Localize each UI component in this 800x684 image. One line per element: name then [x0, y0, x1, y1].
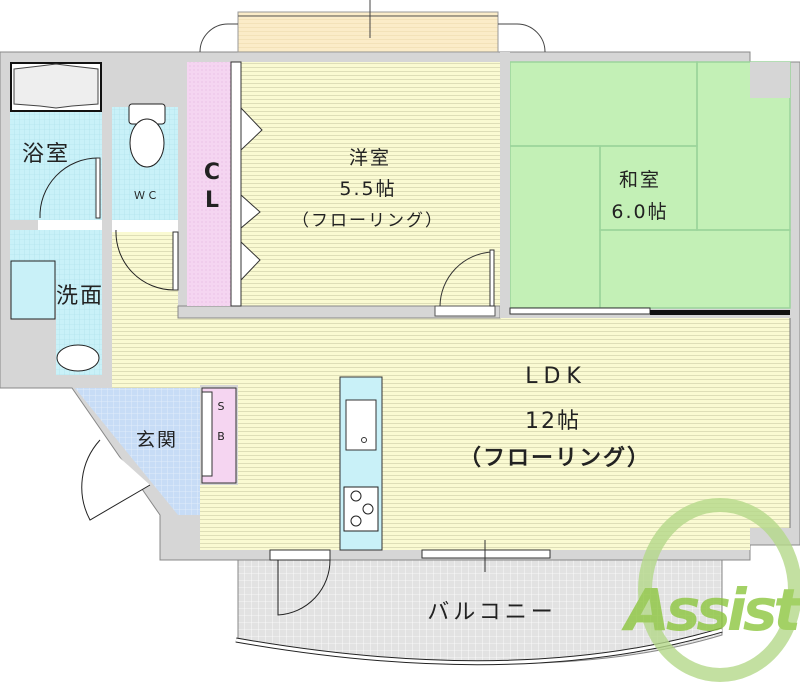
japanese-room-name: 和室 [618, 169, 662, 191]
closet-label-l: L [204, 188, 222, 213]
shoebox-label-b: B [217, 430, 227, 443]
japanese-room-size: 6.0帖 [611, 201, 669, 223]
toilet-icon [128, 103, 166, 168]
ldk-label: LDK [525, 364, 587, 389]
closet-label-c: C [203, 160, 223, 185]
western-room-size: 5.5帖 [339, 178, 397, 200]
top-balcony [237, 11, 499, 53]
shoebox-label-s: S [217, 400, 227, 413]
svg-text:Assist: Assist [621, 576, 800, 644]
western-room-name: 洋室 [348, 147, 392, 169]
ldk-floor-type: （フローリング） [458, 446, 652, 471]
assist-logo: Assist [621, 498, 800, 682]
western-room-floor [240, 62, 500, 306]
washing-machine-icon [10, 260, 56, 320]
japanese-room-tatami [500, 52, 791, 318]
balcony-label: バルコニー [427, 600, 557, 625]
entrance-floor [75, 388, 200, 515]
sink-icon [56, 344, 100, 372]
western-room-floor-type: （フローリング） [292, 211, 444, 231]
kitchen-counter [339, 376, 383, 551]
entrance-label: 玄関 [135, 429, 179, 451]
wc-label: ＷＣ [134, 189, 160, 202]
stove-icon [343, 486, 379, 532]
bath-label: 浴室 [21, 142, 71, 167]
ldk-floor [112, 232, 790, 550]
bathtub-icon [10, 62, 102, 112]
washroom-label: 洗面 [55, 284, 105, 309]
ldk-size: 12帖 [525, 409, 581, 434]
closet [187, 62, 232, 306]
